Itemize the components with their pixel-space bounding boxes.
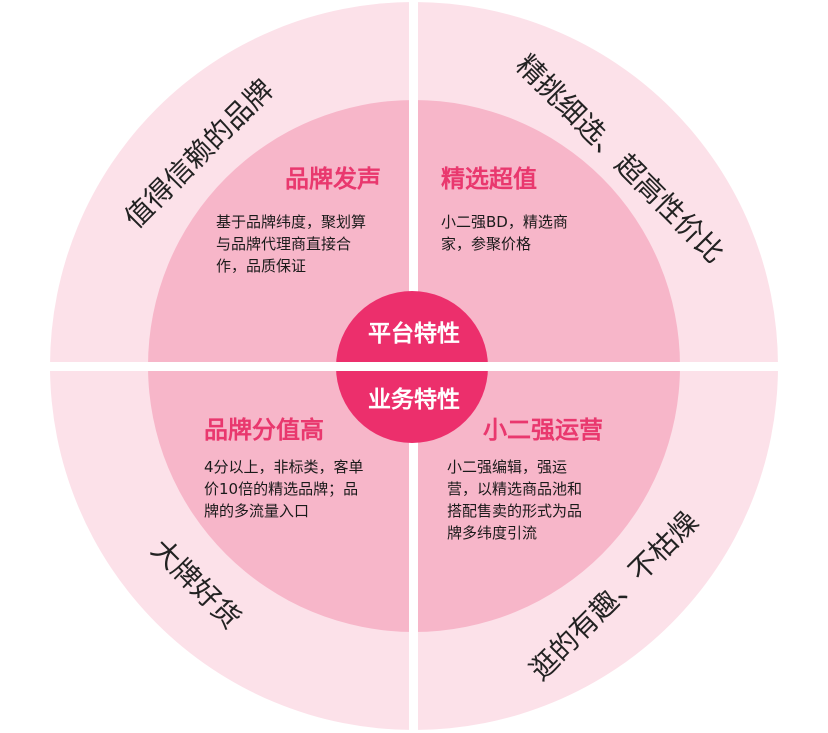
quadrant-text-top-left-line-1: 基于品牌纬度，聚划算 xyxy=(216,213,366,231)
quadrant-text-bottom-right-line-4: 牌多纬度引流 xyxy=(447,524,537,542)
quadrant-text-top-left-line-2: 与品牌代理商直接合 xyxy=(216,235,351,253)
quadrant-text-bottom-right-line-2: 营，以精选商品池和 xyxy=(447,480,582,498)
center-label-business: 业务特性 xyxy=(368,387,460,413)
quadrant-title-bottom-right: 小二强运营 xyxy=(483,416,603,444)
quadrant-title-bottom-left: 品牌分值高 xyxy=(204,416,324,444)
center-divider xyxy=(336,362,488,371)
quadrant-text-bottom-left-line-2: 价10倍的精选品牌；品 xyxy=(204,480,358,498)
center-label-platform: 平台特性 xyxy=(368,320,460,347)
quadrant-text-bottom-right-line-3: 搭配售卖的形式为品 xyxy=(447,502,582,520)
quadrant-text-top-right-line-1: 小二强BD，精选商 xyxy=(441,213,568,231)
quadrant-text-top-right-line-2: 家，参聚价格 xyxy=(441,235,531,253)
quadrant-text-bottom-left-line-1: 4分以上，非标类，客单 xyxy=(204,458,364,476)
quadrant-text-top-left-line-3: 作，品质保证 xyxy=(216,257,306,275)
quadrant-title-top-left: 品牌发声 xyxy=(285,165,381,193)
quadrant-text-bottom-left-line-3: 牌的多流量入口 xyxy=(204,502,309,520)
quadrant-text-bottom-right-line-1: 小二强编辑，强运 xyxy=(447,458,567,476)
quadrant-title-top-right: 精选超值 xyxy=(441,165,537,193)
